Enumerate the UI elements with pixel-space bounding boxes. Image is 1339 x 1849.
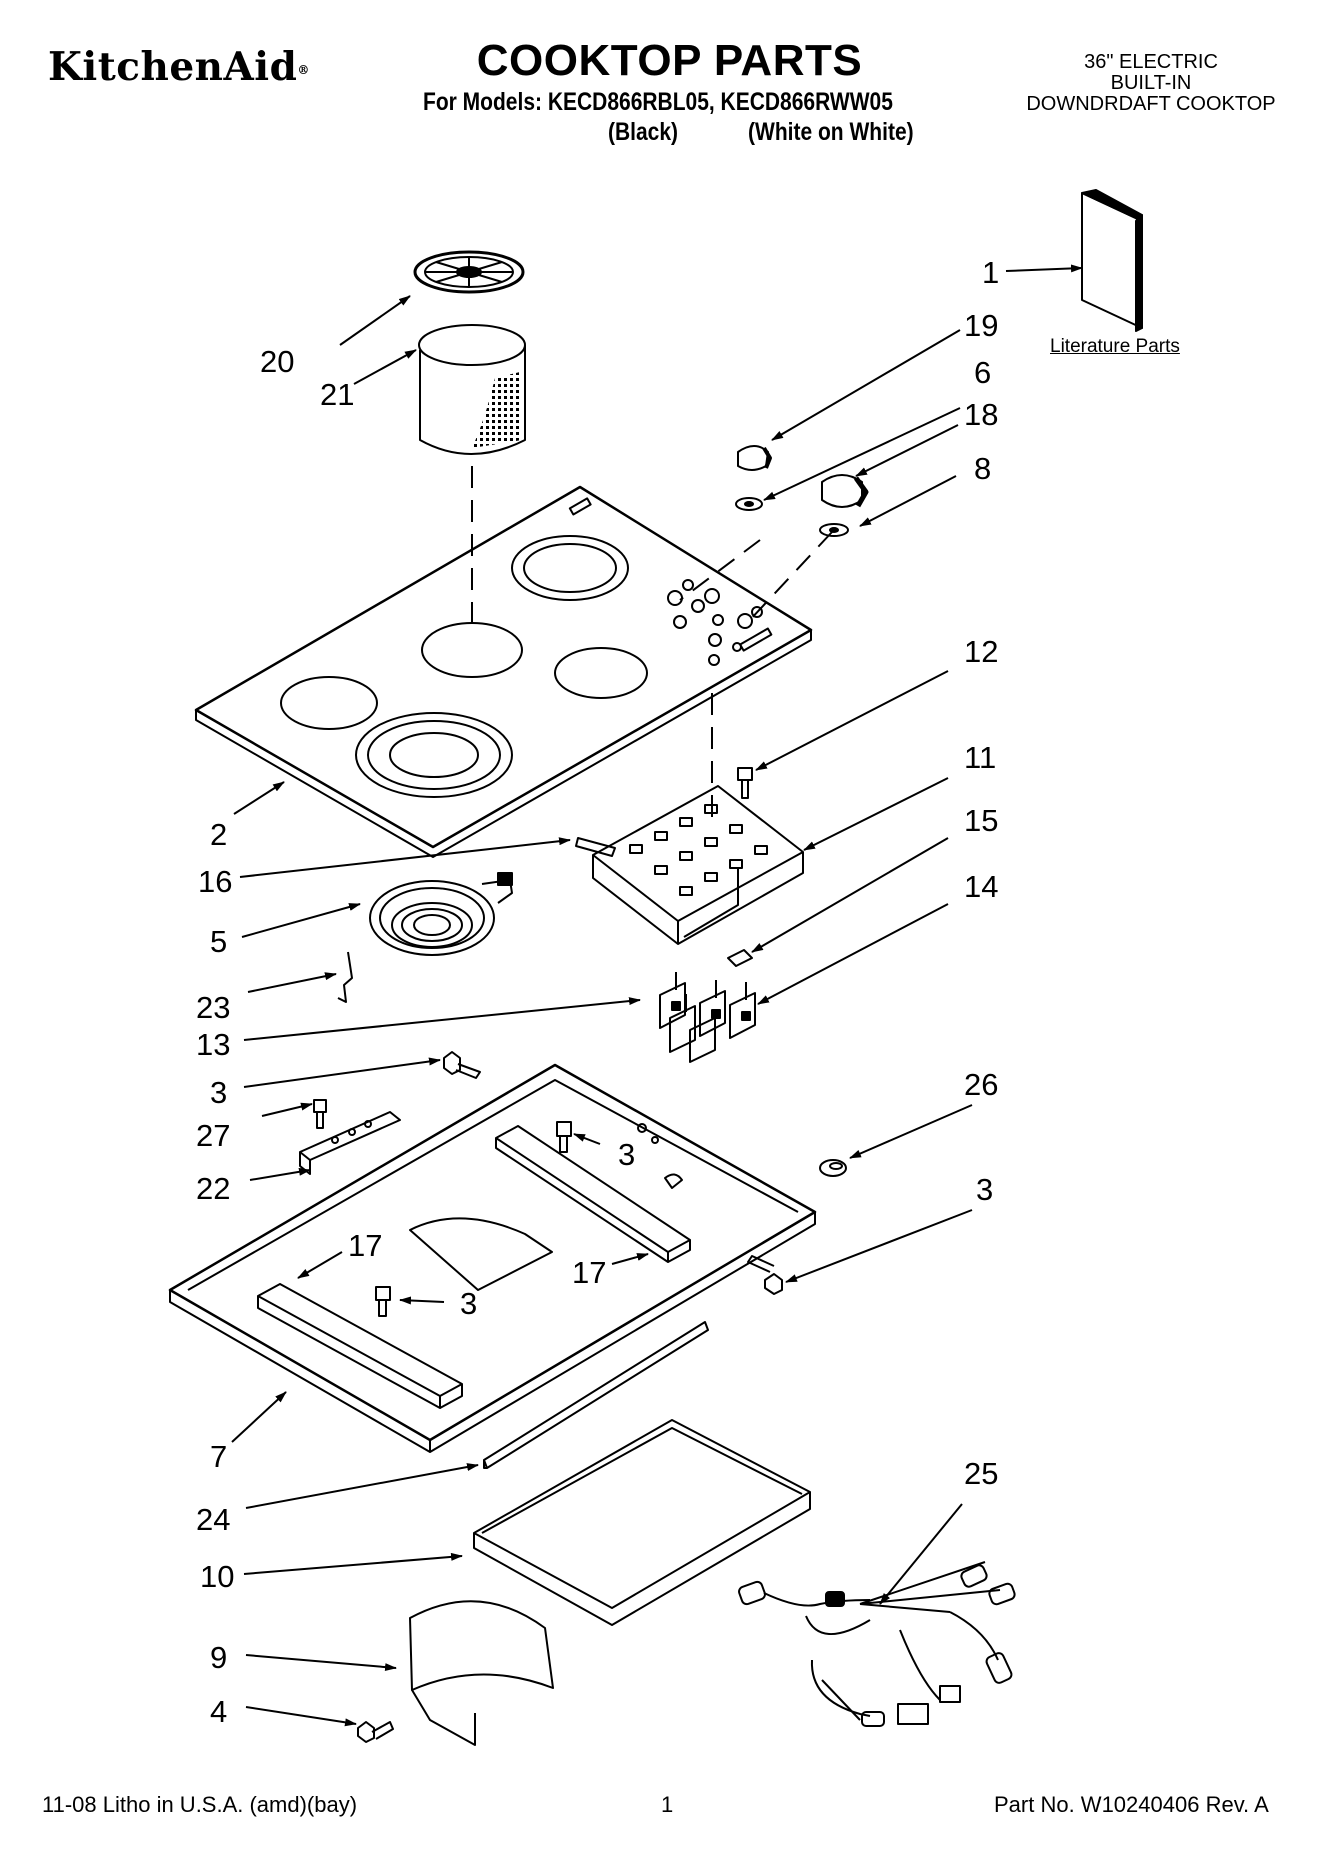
product-line-3: DOWNDRDAFT COOKTOP: [1026, 93, 1276, 115]
callout-24: 24: [196, 1502, 230, 1537]
wire-harness: [738, 1561, 1016, 1727]
brand-logo: KitchenAid®: [48, 44, 310, 90]
glass-cooktop: [194, 485, 813, 858]
control-knob-small: [737, 445, 772, 471]
registered-mark: ®: [297, 63, 310, 77]
control-knob-large: [821, 474, 869, 508]
callout-4: 4: [210, 1694, 227, 1729]
support-channel-right: [495, 1125, 691, 1263]
callout-17-left: 17: [348, 1228, 382, 1263]
brand-name: KitchenAid: [48, 44, 298, 90]
callout-6: 6: [974, 355, 991, 390]
callout-23: 23: [196, 990, 230, 1025]
screw-pan-center: [556, 1121, 572, 1153]
screw-pan-left: [375, 1286, 391, 1317]
callout-14: 14: [964, 869, 998, 904]
callout-26: 26: [964, 1067, 998, 1102]
filter-canister: [418, 324, 526, 455]
callout-27: 27: [196, 1118, 230, 1153]
callout-3-top: 3: [210, 1075, 227, 1110]
callout-20: 20: [260, 344, 294, 379]
callout-18: 18: [964, 397, 998, 432]
radiant-surface-element: [369, 872, 513, 956]
callout-8: 8: [974, 451, 991, 486]
callout-25: 25: [964, 1456, 998, 1491]
grommet: [819, 1159, 847, 1177]
litho-note: 11-08 Litho in U.S.A. (amd)(bay): [42, 1792, 358, 1817]
leader-dashed-knob-1: [679, 539, 761, 601]
switch-label: [727, 949, 753, 967]
product-line-2: BUILT-IN: [1110, 72, 1192, 94]
part-number: Part No. W10240406 Rev. A: [994, 1792, 1269, 1817]
screw-bracket: [313, 1099, 327, 1129]
callout-3-pan: 3: [460, 1286, 477, 1321]
callout-2: 2: [210, 817, 227, 852]
heat-shield: [409, 1600, 554, 1746]
variant-black: (Black): [608, 118, 679, 146]
support-channel-left: [257, 1283, 463, 1409]
screw-heat-shield: [357, 1721, 394, 1743]
callout-15: 15: [964, 803, 998, 838]
callout-12: 12: [964, 634, 998, 669]
product-line-1: 36" ELECTRIC: [1084, 51, 1218, 73]
page-number: 1: [661, 1792, 674, 1817]
callout-11: 11: [964, 740, 996, 775]
callout-7: 7: [210, 1439, 227, 1474]
callout-3-right: 3: [976, 1172, 993, 1207]
callout-22: 22: [196, 1171, 230, 1206]
screw-pan-right: [747, 1255, 783, 1295]
leader-arrows: [231, 264, 1083, 1727]
callout-21: 21: [320, 377, 354, 412]
leader-dashed-knob-2: [747, 531, 833, 623]
front-trim-strip: [483, 1321, 709, 1469]
cooktop-base-pan: [168, 1063, 817, 1453]
literature-parts-label: Literature Parts: [1050, 336, 1180, 357]
callout-1: 1: [982, 255, 999, 290]
callout-17-right: 17: [572, 1255, 606, 1290]
switch-box-bracket: [592, 785, 804, 945]
screw-switch-box: [737, 767, 753, 799]
callout-19: 19: [964, 308, 998, 343]
mounting-bracket: [299, 1111, 401, 1175]
knob-bezel-small: [735, 497, 763, 511]
models-line: For Models: KECD866RBL05, KECD866RWW05: [423, 88, 893, 116]
literature-booklet: [1081, 189, 1143, 332]
callout-5: 5: [210, 924, 227, 959]
callout-9: 9: [210, 1640, 227, 1675]
product-description: 36" ELECTRIC BUILT-IN DOWNDRDAFT COOKTOP: [1010, 52, 1292, 115]
screw-top-left: [443, 1051, 481, 1079]
page-title: COOKTOP PARTS: [476, 36, 863, 85]
callout-3-center: 3: [618, 1137, 635, 1172]
infinite-switches: [659, 972, 756, 1063]
knob-bezel-large: [819, 523, 849, 537]
callout-10: 10: [200, 1559, 234, 1594]
element-label-strip: [575, 837, 616, 857]
element-clip: [337, 951, 353, 1003]
vent-grille: [413, 250, 525, 294]
callout-13: 13: [196, 1027, 230, 1062]
variant-white: (White on White): [748, 118, 914, 146]
drip-tray: [473, 1419, 811, 1626]
callout-16: 16: [198, 864, 232, 899]
